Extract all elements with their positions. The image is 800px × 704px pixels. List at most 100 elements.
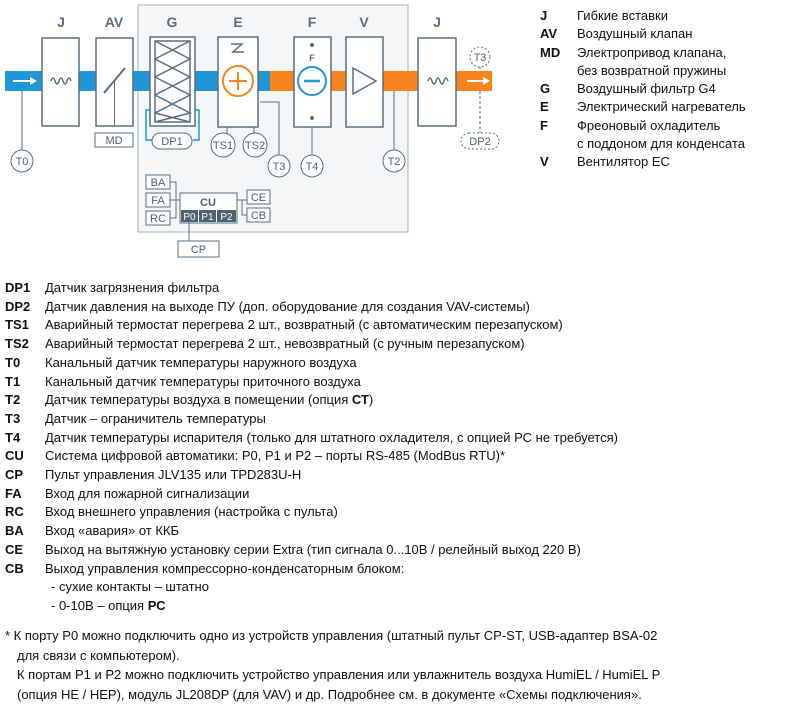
legend-code: T4 — [5, 429, 45, 448]
section-label-f: F — [308, 14, 317, 30]
legend-desc: Вентилятор ЕС — [577, 153, 670, 171]
section-label-j1: J — [57, 14, 65, 30]
legend-code: CE — [5, 541, 45, 560]
legend-desc: Воздушный клапан — [577, 25, 692, 43]
section-label-g: G — [167, 14, 178, 30]
legend-desc: Выход управления компрессорно-конденсато… — [45, 560, 404, 579]
legend-desc: Канальный датчик температуры наружного в… — [45, 354, 357, 373]
legend-desc: Вход «авария» от ККБ — [45, 522, 179, 541]
legend-code: CB — [5, 560, 45, 579]
cooler-f-label: F — [309, 53, 315, 63]
legend-desc-text: Датчик температуры воздуха в помещении (… — [45, 392, 352, 407]
legend-desc-bold: СТ — [352, 392, 369, 407]
input-fa-label: FA — [151, 195, 165, 207]
legend-code: TS2 — [5, 335, 45, 354]
legend-code: V — [540, 153, 577, 171]
legend-desc: Система цифровой автоматики: Р0, Р1 и Р2… — [45, 447, 505, 466]
legend-code: RC — [5, 503, 45, 522]
legend-code: T1 — [5, 373, 45, 392]
legend-desc: Датчик температуры испарителя (только дл… — [45, 429, 618, 448]
t2-label: T2 — [388, 156, 401, 168]
legend-code: MD — [540, 44, 577, 81]
legend-desc: Датчик – ограничитель температуры — [45, 410, 266, 429]
input-rc-label: RC — [150, 213, 166, 225]
port-p1-label: P1 — [201, 212, 214, 223]
cooler-bottom-dot-icon — [310, 116, 314, 120]
legend-desc: Электропривод клапана, без возвратной пр… — [577, 44, 726, 81]
legend-desc: Канальный датчик температуры приточного … — [45, 373, 361, 392]
cp-label: CP — [191, 244, 206, 256]
legend-code: AV — [540, 25, 577, 43]
legend-code: F — [540, 117, 577, 154]
footnote-line: для связи с компьютером). — [5, 646, 660, 666]
input-ba-label: BA — [151, 177, 166, 189]
legend-desc: Вход для пожарной сигнализации — [45, 485, 249, 504]
ts1-label: TS1 — [213, 140, 233, 152]
cb-option-dry-contacts: - сухие контакты – штатно — [5, 578, 618, 597]
cb-option-analog-text: - 0-10В – опция — [51, 598, 148, 613]
section-label-e: E — [233, 14, 242, 30]
legend-code: J — [540, 7, 577, 25]
legend-code: FA — [5, 485, 45, 504]
dp2-label: DP2 — [469, 136, 490, 148]
dp1-label: DP1 — [161, 136, 182, 148]
t3-label: T3 — [273, 161, 286, 173]
section-label-v: V — [359, 14, 369, 30]
legend-code: T2 — [5, 391, 45, 410]
legend-code: E — [540, 98, 577, 116]
legend-desc: Аварийный термостат перегрева 2 шт., нев… — [45, 335, 525, 354]
legend-code: DP2 — [5, 298, 45, 317]
legend-desc: Вход внешнего управления (настройка с пу… — [45, 503, 338, 522]
output-cb-label: CB — [251, 210, 266, 222]
legend-code: G — [540, 80, 577, 98]
t4-label: T4 — [306, 161, 319, 173]
legend-desc: Гибкие вставки — [577, 7, 668, 25]
legend-desc: Датчик температуры воздуха в помещении (… — [45, 391, 373, 410]
cooler-drain-dot-icon — [310, 43, 314, 47]
legend-desc: Воздушный фильтр G4 — [577, 80, 716, 98]
cb-option-analog-bold: РС — [148, 598, 166, 613]
legend-code: TS1 — [5, 316, 45, 335]
footnote-line: * К порту Р0 можно подключить одно из ус… — [5, 626, 660, 646]
t0-label: T0 — [16, 156, 29, 168]
flexible-insert-outlet — [418, 38, 456, 126]
flexible-insert-inlet — [42, 38, 79, 126]
legend-code: T0 — [5, 354, 45, 373]
legend-desc: Пульт управления JLV135 или TPD283U-H — [45, 466, 301, 485]
footnote-line: К портам Р1 и Р2 можно подключить устрой… — [5, 665, 660, 685]
legend-desc: Датчик давления на выходе ПУ (доп. обору… — [45, 298, 530, 317]
md-label: MD — [105, 135, 122, 147]
legend-code: CP — [5, 466, 45, 485]
section-label-j2: J — [433, 14, 441, 30]
ts2-label: TS2 — [245, 140, 265, 152]
port-p0-label: P0 — [183, 212, 196, 223]
cu-label: CU — [200, 197, 216, 209]
legend-code: CU — [5, 447, 45, 466]
legend-desc: Аварийный термостат перегрева 2 шт., воз… — [45, 316, 563, 335]
legend-code: T3 — [5, 410, 45, 429]
legend-desc: Фреоновый охладитель с поддоном для конд… — [577, 117, 745, 154]
legend-desc: Выход на вытяжную установку серии Extra … — [45, 541, 581, 560]
cb-option-analog: - 0-10В – опция РС — [5, 597, 618, 616]
ventilation-unit-diagram: J AV G E F V J MD DP1 TS1 TS2 T3 F T4 — [0, 0, 540, 275]
